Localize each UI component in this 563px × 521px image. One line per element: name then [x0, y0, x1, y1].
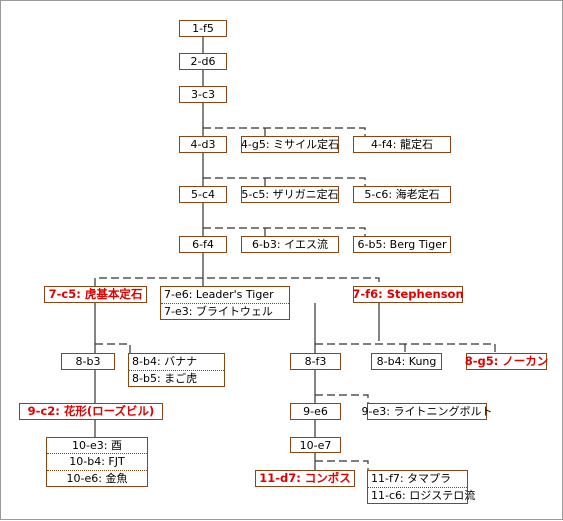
node-4-d3: 4-d3 — [179, 136, 227, 153]
node-10-e7: 10-e7 — [290, 437, 341, 453]
node-6-f4: 6-f4 — [179, 236, 227, 253]
node-4-g5: 4-g5: ミサイル定石 — [240, 136, 340, 153]
node-11-f7-group: 11-f7: タマプラ 11-c6: ロジステロ流 — [367, 470, 475, 504]
node-8-b3: 8-b3 — [61, 353, 115, 370]
variation-10-b4: 10-b4: FJT — [47, 453, 147, 469]
variation-10-e3: 10-e3: 酉 — [72, 439, 122, 453]
node-5-c6: 5-c6: 海老定石 — [353, 186, 451, 203]
node-11-d7: 11-d7: コンポス — [255, 470, 355, 487]
node-9-c2: 9-c2: 花形(ローズビル) — [19, 403, 163, 420]
variation-11-c6: 11-c6: ロジステロ流 — [368, 486, 475, 504]
node-9-e6: 9-e6 — [290, 403, 341, 420]
variation-7-e6: 7-e6: Leader's Tiger — [164, 288, 274, 302]
node-3-c3: 3-c3 — [179, 86, 227, 103]
variation-8-b4: 8-b4: バナナ — [132, 355, 198, 369]
variation-11-f7: 11-f7: タマプラ — [371, 472, 452, 486]
node-2-d6: 2-d6 — [179, 53, 227, 70]
variation-10-e6: 10-e6: 金魚 — [47, 469, 147, 486]
node-1-f5: 1-f5 — [179, 20, 227, 37]
node-7-c5: 7-c5: 虎基本定石 — [44, 286, 147, 303]
node-4-f4: 4-f4: 龍定石 — [353, 136, 451, 153]
node-7-f6: 7-f6: Stephenson — [352, 286, 464, 303]
variation-7-e3: 7-e3: ブライトウェル — [161, 302, 289, 320]
variation-8-b5: 8-b5: まご虎 — [129, 369, 224, 387]
node-6-b5: 6-b5: Berg Tiger — [353, 236, 451, 253]
node-5-c5: 5-c5: ザリガニ定石 — [241, 186, 339, 203]
node-5-c4: 5-c4 — [179, 186, 227, 203]
node-7-e6-group: 7-e6: Leader's Tiger 7-e3: ブライトウェル — [160, 286, 290, 320]
node-8-f3: 8-f3 — [290, 353, 341, 370]
node-8-b4-group: 8-b4: バナナ 8-b5: まご虎 — [128, 353, 225, 387]
node-10-e3-group: 10-e3: 酉 10-b4: FJT 10-e6: 金魚 — [46, 437, 148, 487]
node-6-b3: 6-b3: イエス流 — [241, 236, 339, 253]
node-9-e3: 9-e3: ライトニングボルト — [361, 403, 493, 420]
node-8-g5: 8-g5: ノーカン — [465, 353, 548, 370]
node-8-b4-kung: 8-b4: Kung — [371, 353, 442, 370]
